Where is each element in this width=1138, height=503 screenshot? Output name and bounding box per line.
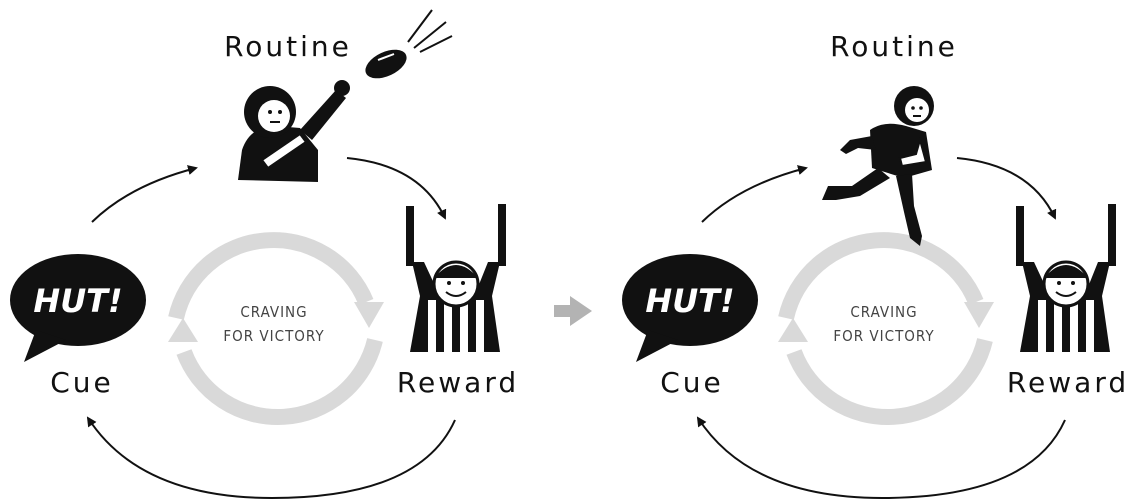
cue-label: Cue: [50, 366, 114, 399]
craving-label-line1: CRAVING: [850, 303, 917, 321]
habit-loop-panel-right: CRAVING FOR VICTORY Routine HUT! Cue: [622, 30, 1129, 500]
craving-loop: [778, 232, 994, 425]
habit-loop-panel-left: CRAVING FOR VICTORY Routine: [10, 9, 519, 500]
craving-label-line2: FOR VICTORY: [223, 327, 324, 345]
craving-loop: [168, 232, 384, 425]
cue-label: Cue: [660, 366, 724, 399]
cue-speech-bubble: HUT!: [10, 254, 146, 362]
reward-label: Reward: [1007, 366, 1129, 399]
referee-touchdown-icon: [1016, 204, 1116, 352]
player-catching-football-icon: [238, 9, 453, 182]
right-arrow-icon: [554, 296, 592, 326]
craving-label-line2: FOR VICTORY: [833, 327, 934, 345]
routine-to-reward-arrow: [346, 157, 447, 220]
cue-speech-text: HUT!: [33, 282, 122, 320]
cue-speech-bubble: HUT!: [622, 254, 758, 362]
referee-touchdown-icon: [406, 204, 506, 352]
routine-to-reward-arrow: [956, 157, 1057, 220]
cue-to-routine-arrow: [701, 165, 808, 223]
reward-to-cue-arrow: [696, 416, 1066, 500]
player-running-with-football-icon: [822, 86, 934, 246]
reward-label: Reward: [397, 366, 519, 399]
cue-to-routine-arrow: [91, 165, 198, 223]
craving-label-line1: CRAVING: [240, 303, 307, 321]
cue-speech-text: HUT!: [645, 282, 734, 320]
reward-to-cue-arrow: [86, 416, 456, 500]
routine-label: Routine: [830, 30, 958, 63]
routine-label: Routine: [224, 30, 352, 63]
